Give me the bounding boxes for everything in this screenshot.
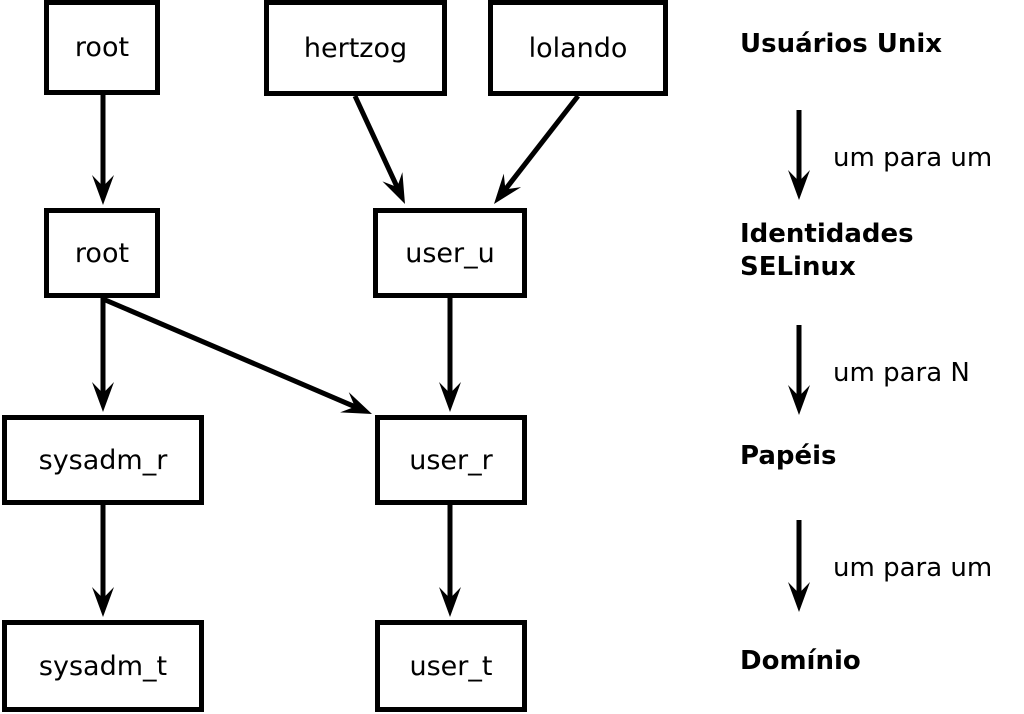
edge-sysadm-r-to-sysadm-t — [92, 505, 114, 617]
node-label: lolando — [528, 32, 628, 64]
node-unix_lolando[interactable]: lolando — [488, 0, 668, 96]
node-label: hertzog — [303, 32, 408, 64]
legend-arrow-3 — [788, 520, 810, 612]
legend-arrow-2 — [788, 325, 810, 415]
node-label: user_u — [405, 237, 495, 269]
legend-level-dominio: Domínio — [740, 646, 861, 676]
node-unix_hertzog[interactable]: hertzog — [264, 0, 447, 96]
legend-arrow-label-2: um para N — [833, 358, 970, 388]
legend-level-identidades-selinux: Identidades SELinux — [740, 219, 914, 283]
edge-sel-root-to-sysadm-r — [92, 298, 114, 412]
legend-level-papeis: Papéis — [740, 441, 837, 471]
node-role_user_r[interactable]: user_r — [375, 415, 527, 505]
legend-arrow-label-3: um para um — [833, 553, 993, 583]
legend-arrow-1 — [788, 110, 810, 200]
edge-unix-root-to-sel-root — [92, 95, 114, 205]
node-label: root — [74, 237, 130, 269]
node-label: root — [74, 32, 130, 63]
node-label: sysadm_r — [38, 444, 168, 476]
node-label: user_r — [409, 444, 493, 476]
node-label: user_t — [409, 650, 493, 682]
node-dom_user_t[interactable]: user_t — [375, 620, 527, 712]
edge-sel-root-to-user-r — [102, 296, 372, 414]
node-unix_root[interactable]: root — [44, 0, 160, 95]
node-sel_user_u[interactable]: user_u — [373, 208, 527, 298]
legend-level-usuarios-unix: Usuários Unix — [740, 29, 943, 59]
legend-arrow-label-1: um para um — [833, 143, 993, 173]
node-label: sysadm_t — [38, 650, 168, 682]
edge-user-u-to-user-r — [439, 298, 461, 412]
edge-hertzog-to-user-u — [352, 94, 405, 204]
node-dom_sysadm_t[interactable]: sysadm_t — [2, 620, 204, 712]
node-sel_root[interactable]: root — [44, 208, 160, 298]
node-role_sysadm_r[interactable]: sysadm_r — [2, 415, 204, 505]
edge-lolando-to-user-u — [494, 94, 580, 204]
edge-user-r-to-user-t — [439, 505, 461, 617]
